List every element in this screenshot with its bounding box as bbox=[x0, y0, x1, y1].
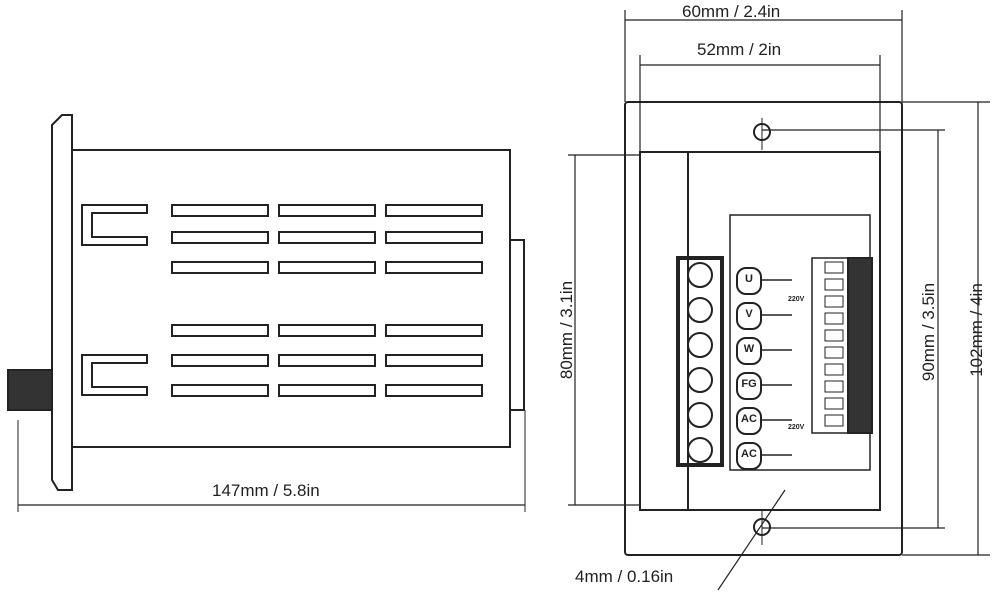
terminal-label: AC bbox=[741, 413, 757, 425]
vent-slot bbox=[171, 261, 269, 274]
wiring-note: 220V bbox=[788, 424, 805, 431]
vent-slot bbox=[278, 261, 376, 274]
side-view bbox=[7, 114, 526, 512]
length-dimension: 147mm / 5.8in bbox=[212, 481, 320, 500]
dip-switch bbox=[824, 397, 844, 410]
terminal-badge bbox=[736, 442, 762, 470]
vent-slot bbox=[171, 231, 269, 244]
vent-slot bbox=[385, 261, 483, 274]
hole-spacing-dimension: 90mm / 3.5in bbox=[919, 282, 939, 382]
terminal-label: FG bbox=[741, 378, 757, 390]
dip-switch bbox=[824, 278, 844, 291]
dip-switch bbox=[824, 414, 844, 427]
vent-slot bbox=[278, 354, 376, 367]
vent-slot bbox=[171, 204, 269, 217]
vent-slot bbox=[171, 324, 269, 337]
dip-switch bbox=[824, 346, 844, 359]
vent-slot bbox=[278, 231, 376, 244]
dip-switch bbox=[824, 329, 844, 342]
terminal-label: U bbox=[745, 273, 753, 285]
terminal-badge bbox=[736, 372, 762, 400]
terminal-badge bbox=[736, 267, 762, 295]
terminal-badge bbox=[736, 407, 762, 435]
hole-diameter-dimension: 4mm / 0.16in bbox=[575, 567, 674, 586]
vent-slot bbox=[385, 384, 483, 397]
vent-slot bbox=[171, 384, 269, 397]
terminal-screw bbox=[687, 332, 713, 358]
vent-slot bbox=[278, 384, 376, 397]
dip-switch bbox=[824, 295, 844, 308]
vent-slot bbox=[385, 231, 483, 244]
wiring-note: 220V bbox=[788, 296, 805, 303]
terminal-badge bbox=[736, 302, 762, 330]
terminal-label: W bbox=[743, 343, 755, 355]
terminal-label: V bbox=[745, 308, 753, 320]
vent-slot bbox=[278, 324, 376, 337]
dip-switch bbox=[824, 380, 844, 393]
terminal-screw bbox=[687, 437, 713, 463]
terminal-screw bbox=[687, 262, 713, 288]
dip-switch bbox=[824, 312, 844, 325]
terminal-screw bbox=[687, 367, 713, 393]
outer-height-dimension: 102mm / 4in bbox=[966, 283, 986, 377]
front-view bbox=[568, 10, 990, 591]
vent-slot bbox=[385, 204, 483, 217]
vent-slot bbox=[278, 204, 376, 217]
dip-switch bbox=[824, 261, 844, 274]
inner-height-dimension: 80mm / 3.1in bbox=[557, 280, 577, 380]
terminal-badge bbox=[736, 337, 762, 365]
vent-slot bbox=[385, 324, 483, 337]
dip-switch bbox=[824, 363, 844, 376]
terminal-screw bbox=[687, 297, 713, 323]
vent-slot bbox=[385, 354, 483, 367]
inner-width-dimension: 52mm / 2in bbox=[697, 40, 782, 59]
terminal-screw bbox=[687, 402, 713, 428]
outer-width-dimension: 60mm / 2.4in bbox=[682, 2, 781, 21]
vent-slot bbox=[171, 354, 269, 367]
terminal-label: AC bbox=[741, 448, 757, 460]
